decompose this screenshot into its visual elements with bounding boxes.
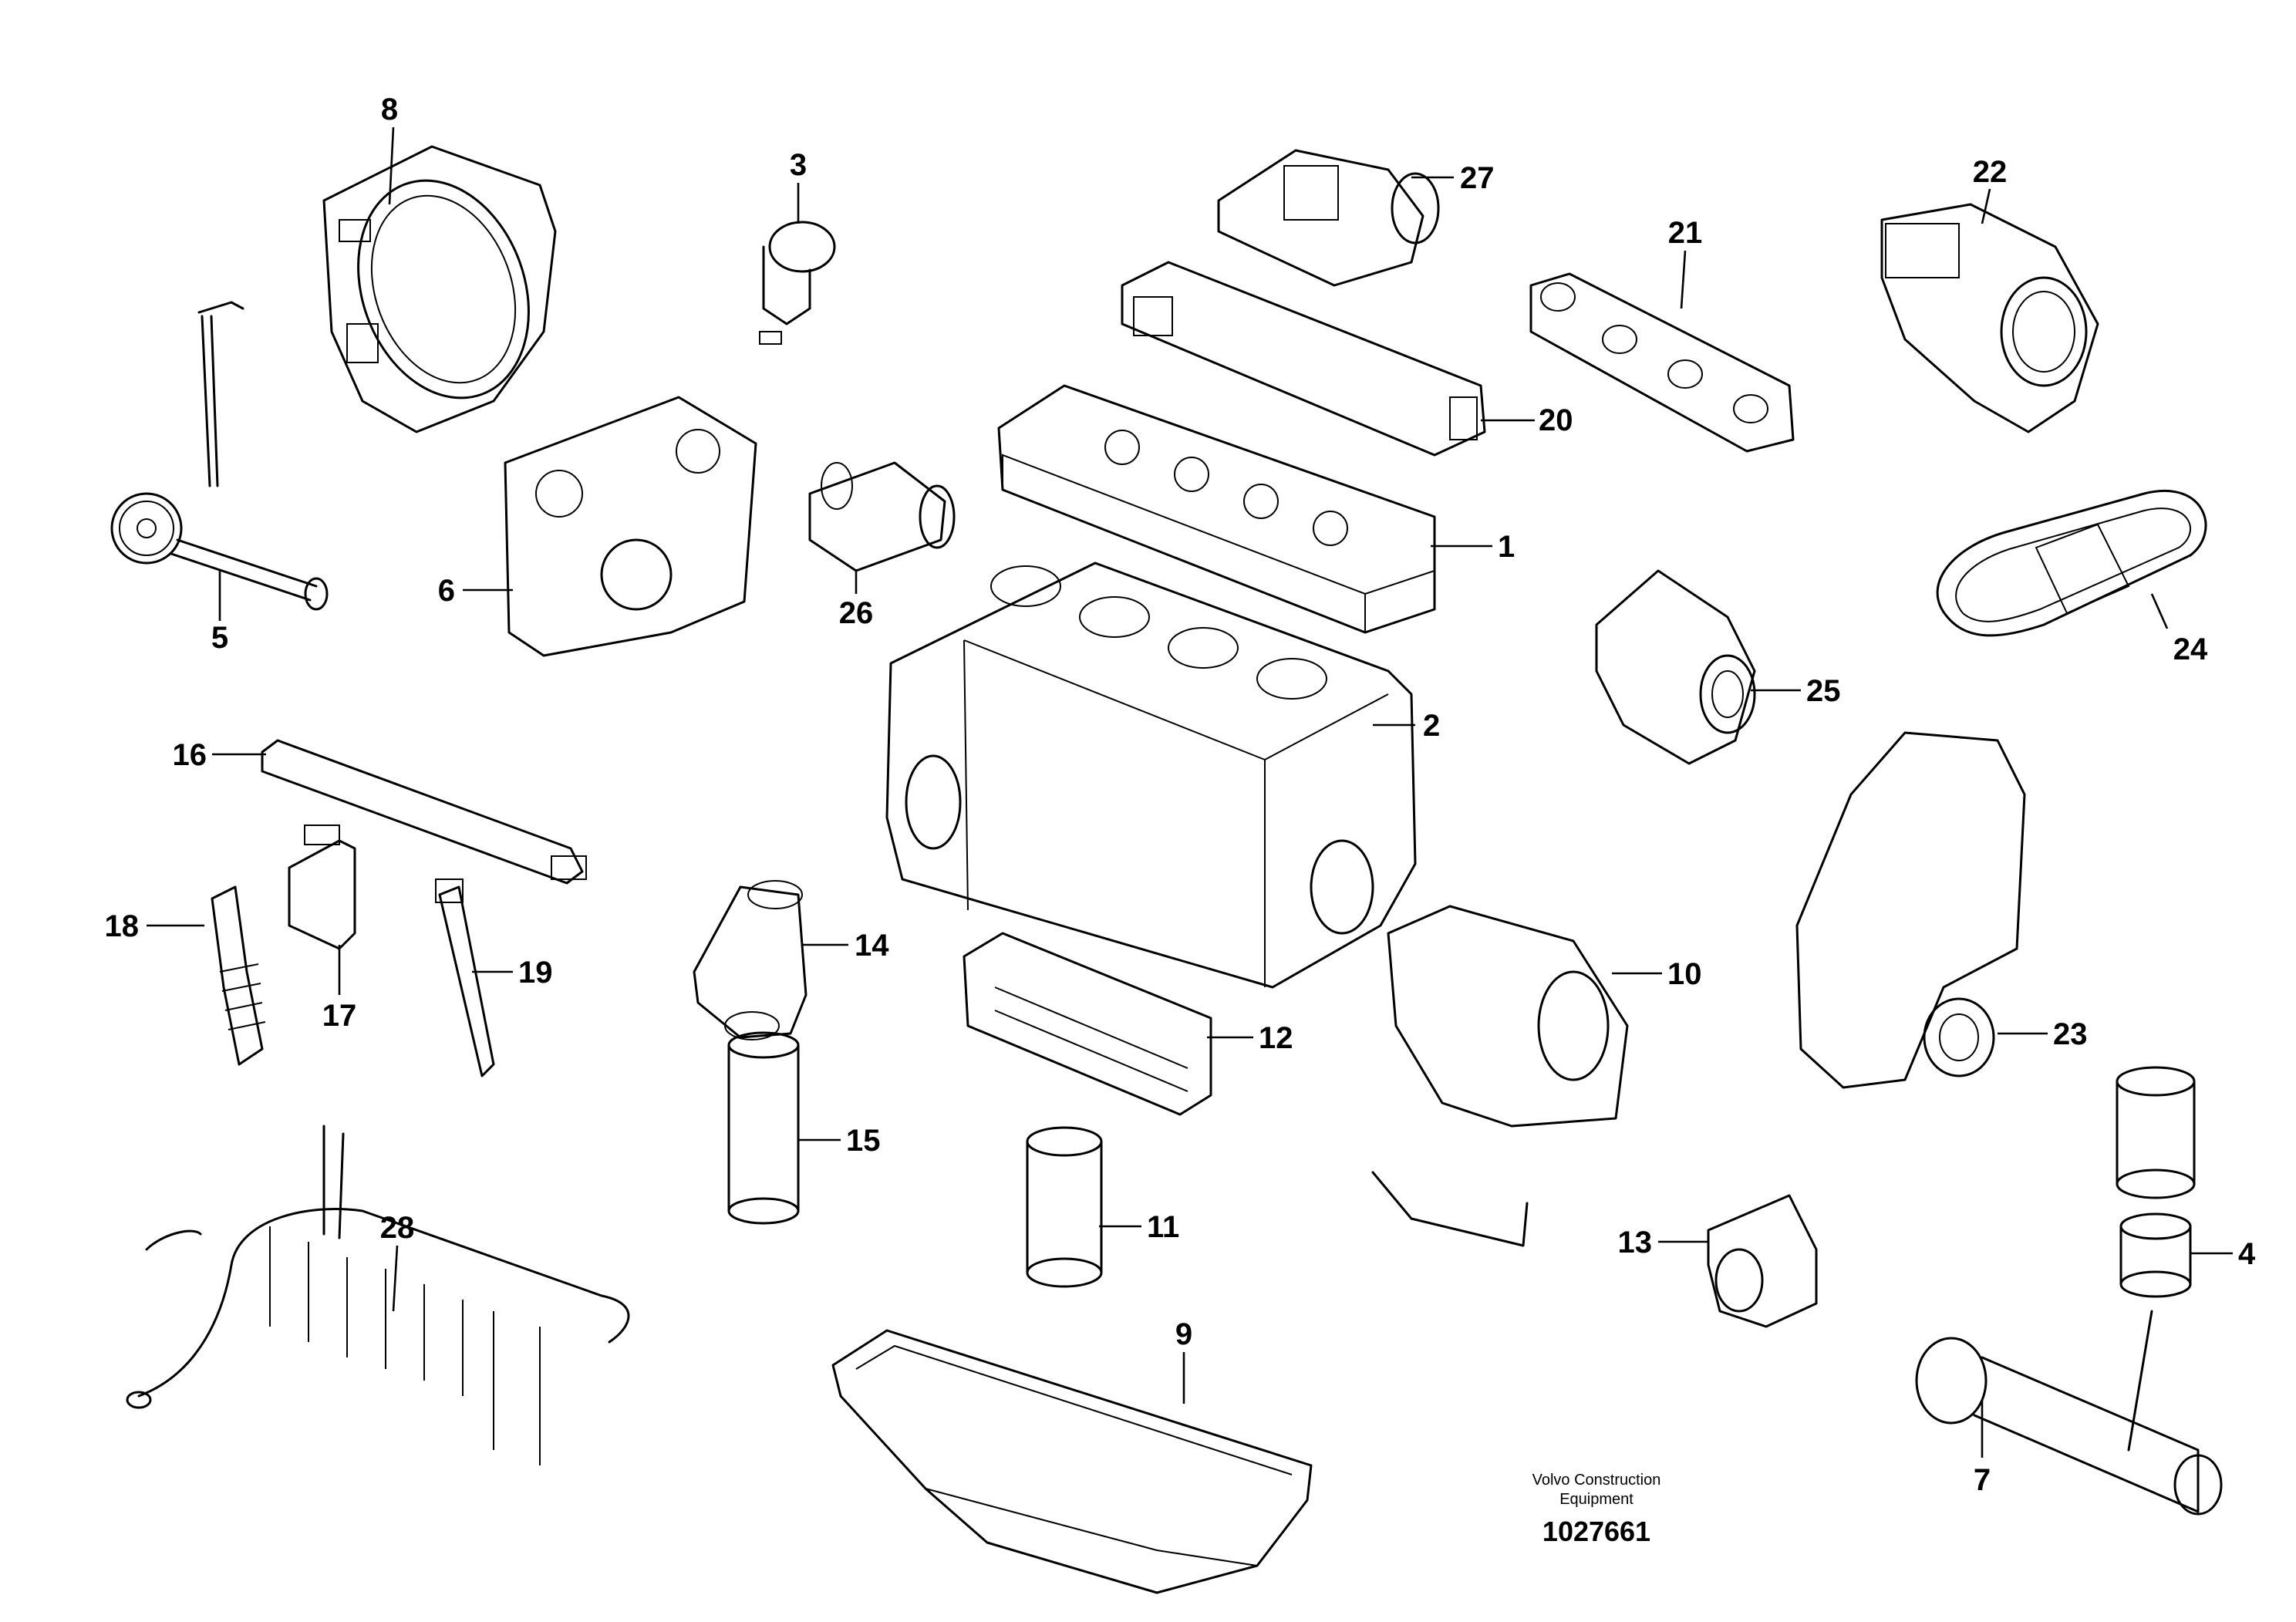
part-7-crankshaft [1915, 1337, 2223, 1516]
part-1-cylinder-head [997, 384, 1436, 634]
callout-2: 2 [1423, 709, 1440, 743]
callout-9: 9 [1175, 1317, 1192, 1351]
leader-lines [147, 126, 2233, 1458]
callout-17: 17 [322, 999, 357, 1033]
callout-10: 10 [1667, 957, 1702, 991]
part-21-exhaust-manifold [1529, 272, 1795, 453]
callout-5: 5 [211, 621, 228, 655]
part-23-water-pump [1795, 731, 2026, 1089]
callout-1: 1 [1498, 530, 1515, 564]
part-11-oil-filter [1026, 1126, 1103, 1288]
callout-16: 16 [173, 738, 207, 772]
part-13-tensioner [1707, 1194, 1818, 1328]
part-15-filter-cartridge [727, 1031, 800, 1225]
document-number: 1027661 [1542, 1516, 1650, 1547]
callout-14: 14 [855, 929, 889, 963]
part-10-oil-pump [1371, 905, 1629, 1247]
callout-20: 20 [1539, 403, 1573, 437]
callout-28: 28 [380, 1211, 415, 1245]
part-22-turbocharger [1880, 203, 2099, 433]
part-9-oil-pan [831, 1329, 1313, 1594]
part-27-compressor [1217, 149, 1440, 287]
credit-line-1: Volvo Construction [1532, 1472, 1661, 1489]
part-17-pressure-valve [288, 824, 356, 950]
part-20-intake-manifold [1121, 261, 1486, 457]
callout-26: 26 [839, 596, 874, 630]
callout-18: 18 [105, 909, 140, 943]
callout-15: 15 [846, 1124, 881, 1158]
part-16-fuel-rail [261, 739, 587, 885]
callout-7: 7 [1974, 1463, 1991, 1497]
callout-12: 12 [1259, 1021, 1293, 1055]
leader-24 [2150, 593, 2169, 629]
part-25-alternator [1595, 569, 1756, 765]
part-24-drive-belt [1936, 489, 2207, 637]
part-26-starter-motor [808, 461, 956, 572]
part-14-filter-head [693, 880, 807, 1040]
leader-21 [1680, 250, 1687, 309]
callout-19: 19 [518, 956, 553, 990]
part-6-timing-cover [504, 396, 757, 657]
part-28-wiring-harness [126, 1125, 630, 1465]
callout-6: 6 [438, 574, 455, 608]
leader-28 [392, 1245, 399, 1312]
part-19-injector [435, 878, 495, 1077]
callout-4: 4 [2238, 1237, 2256, 1271]
callout-13: 13 [1618, 1226, 1653, 1259]
callout-25: 25 [1806, 674, 1841, 708]
callout-27: 27 [1460, 161, 1495, 195]
callout-labels: 8 3 27 22 21 20 1 5 6 26 24 25 2 16 18 1… [105, 93, 2257, 1497]
part-12-oil-cooler [963, 932, 1212, 1116]
callout-8: 8 [381, 93, 398, 126]
part-5-camshaft [110, 301, 329, 611]
part-8-flywheel-housing [322, 145, 557, 433]
leader-22 [1981, 188, 1991, 224]
callout-21: 21 [1668, 216, 1703, 250]
credit-block: Volvo Construction Equipment 1027661 [1532, 1472, 1661, 1547]
callout-23: 23 [2053, 1017, 2088, 1051]
callout-11: 11 [1147, 1210, 1179, 1244]
credit-line-2: Equipment [1559, 1491, 1633, 1508]
callout-3: 3 [790, 148, 807, 182]
part-3-sensor [759, 221, 836, 345]
part-18-unit-injector [211, 885, 266, 1066]
callout-22: 22 [1973, 155, 2008, 189]
callout-24: 24 [2173, 632, 2208, 666]
part-2-cylinder-block [885, 561, 1417, 989]
part-4-piston-liner [2116, 1066, 2196, 1452]
leader-8 [388, 126, 395, 205]
